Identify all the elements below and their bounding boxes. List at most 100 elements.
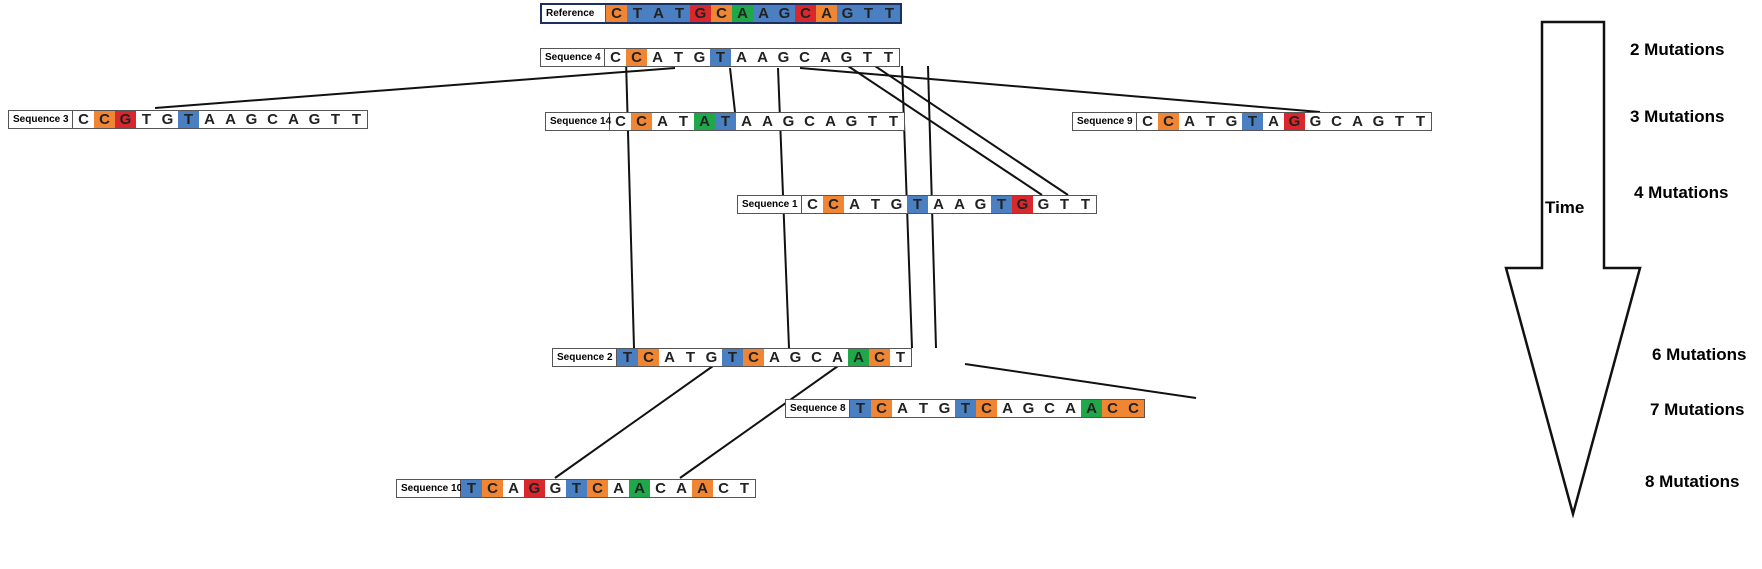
base: T (895, 349, 906, 366)
base: G (845, 113, 858, 130)
base: T (722, 349, 743, 366)
base: C (482, 480, 503, 497)
base: T (330, 111, 341, 128)
base: C (587, 480, 608, 497)
base: A (897, 400, 908, 417)
sequence-label: Sequence 1 (738, 196, 802, 213)
base: T (879, 5, 900, 22)
base: C (869, 349, 890, 366)
base: G (1012, 196, 1033, 213)
base: G (1284, 113, 1305, 130)
base: G (690, 5, 711, 22)
base: C (976, 400, 997, 417)
base: A (757, 49, 768, 66)
base: G (1309, 113, 1322, 130)
base: G (524, 480, 545, 497)
base: A (657, 113, 668, 130)
sequence-label: Sequence 14 (546, 113, 611, 130)
mutations-label-4: 4 Mutations (1634, 183, 1729, 202)
base: G (782, 113, 795, 130)
base: A (1268, 113, 1279, 130)
base: T (1080, 196, 1091, 213)
base: C (615, 113, 626, 130)
base: T (991, 196, 1012, 213)
base: A (1081, 400, 1102, 417)
base: A (933, 196, 944, 213)
base: T (351, 111, 362, 128)
base: T (858, 5, 879, 22)
base: A (741, 113, 752, 130)
base: T (685, 349, 696, 366)
base: C (718, 480, 729, 497)
base: G (245, 111, 258, 128)
base: A (613, 480, 624, 497)
time-label: Time (1545, 198, 1585, 217)
base: A (825, 113, 836, 130)
base: G (974, 196, 987, 213)
base: G (1022, 400, 1035, 417)
base: C (1123, 400, 1144, 417)
base: A (732, 5, 753, 22)
base: T (669, 5, 690, 22)
base: G (308, 111, 321, 128)
base: C (711, 5, 732, 22)
base: A (204, 111, 215, 128)
base: A (762, 113, 773, 130)
base: A (753, 5, 774, 22)
mutations-label-8: 8 Mutations (1645, 472, 1740, 491)
base: T (141, 111, 152, 128)
base: G (938, 400, 951, 417)
base: G (890, 196, 903, 213)
base: A (288, 111, 299, 128)
base: T (870, 196, 881, 213)
base: C (795, 5, 816, 22)
base: C (78, 111, 89, 128)
base: A (1065, 400, 1076, 417)
base: T (710, 49, 731, 66)
base: T (678, 113, 689, 130)
base: G (161, 111, 174, 128)
base: T (1242, 113, 1263, 130)
base: A (816, 5, 837, 22)
sequence-label: Sequence 10 (397, 480, 462, 497)
base: C (811, 349, 822, 366)
base: A (1184, 113, 1195, 130)
base: G (777, 49, 790, 66)
base: C (626, 49, 647, 66)
base: C (804, 113, 815, 130)
base: C (1044, 400, 1055, 417)
base: A (225, 111, 236, 128)
sequence-label: Sequence 8 (786, 400, 850, 417)
base: C (606, 5, 627, 22)
base: G (840, 49, 853, 66)
base: A (820, 49, 831, 66)
base: G (115, 111, 136, 128)
base: T (627, 5, 648, 22)
base: A (954, 196, 965, 213)
sequence-label: Sequence 3 (9, 111, 73, 128)
mutations-label-6: 6 Mutations (1652, 345, 1747, 364)
base: T (850, 400, 871, 417)
base: C (799, 49, 810, 66)
base: T (566, 480, 587, 497)
base: G (1225, 113, 1238, 130)
mutations-label-2: 2 Mutations (1630, 40, 1725, 59)
mutations-label-7: 7 Mutations (1650, 400, 1745, 419)
base: C (655, 480, 666, 497)
base: T (955, 400, 976, 417)
base: T (1394, 113, 1405, 130)
base: A (769, 349, 780, 366)
